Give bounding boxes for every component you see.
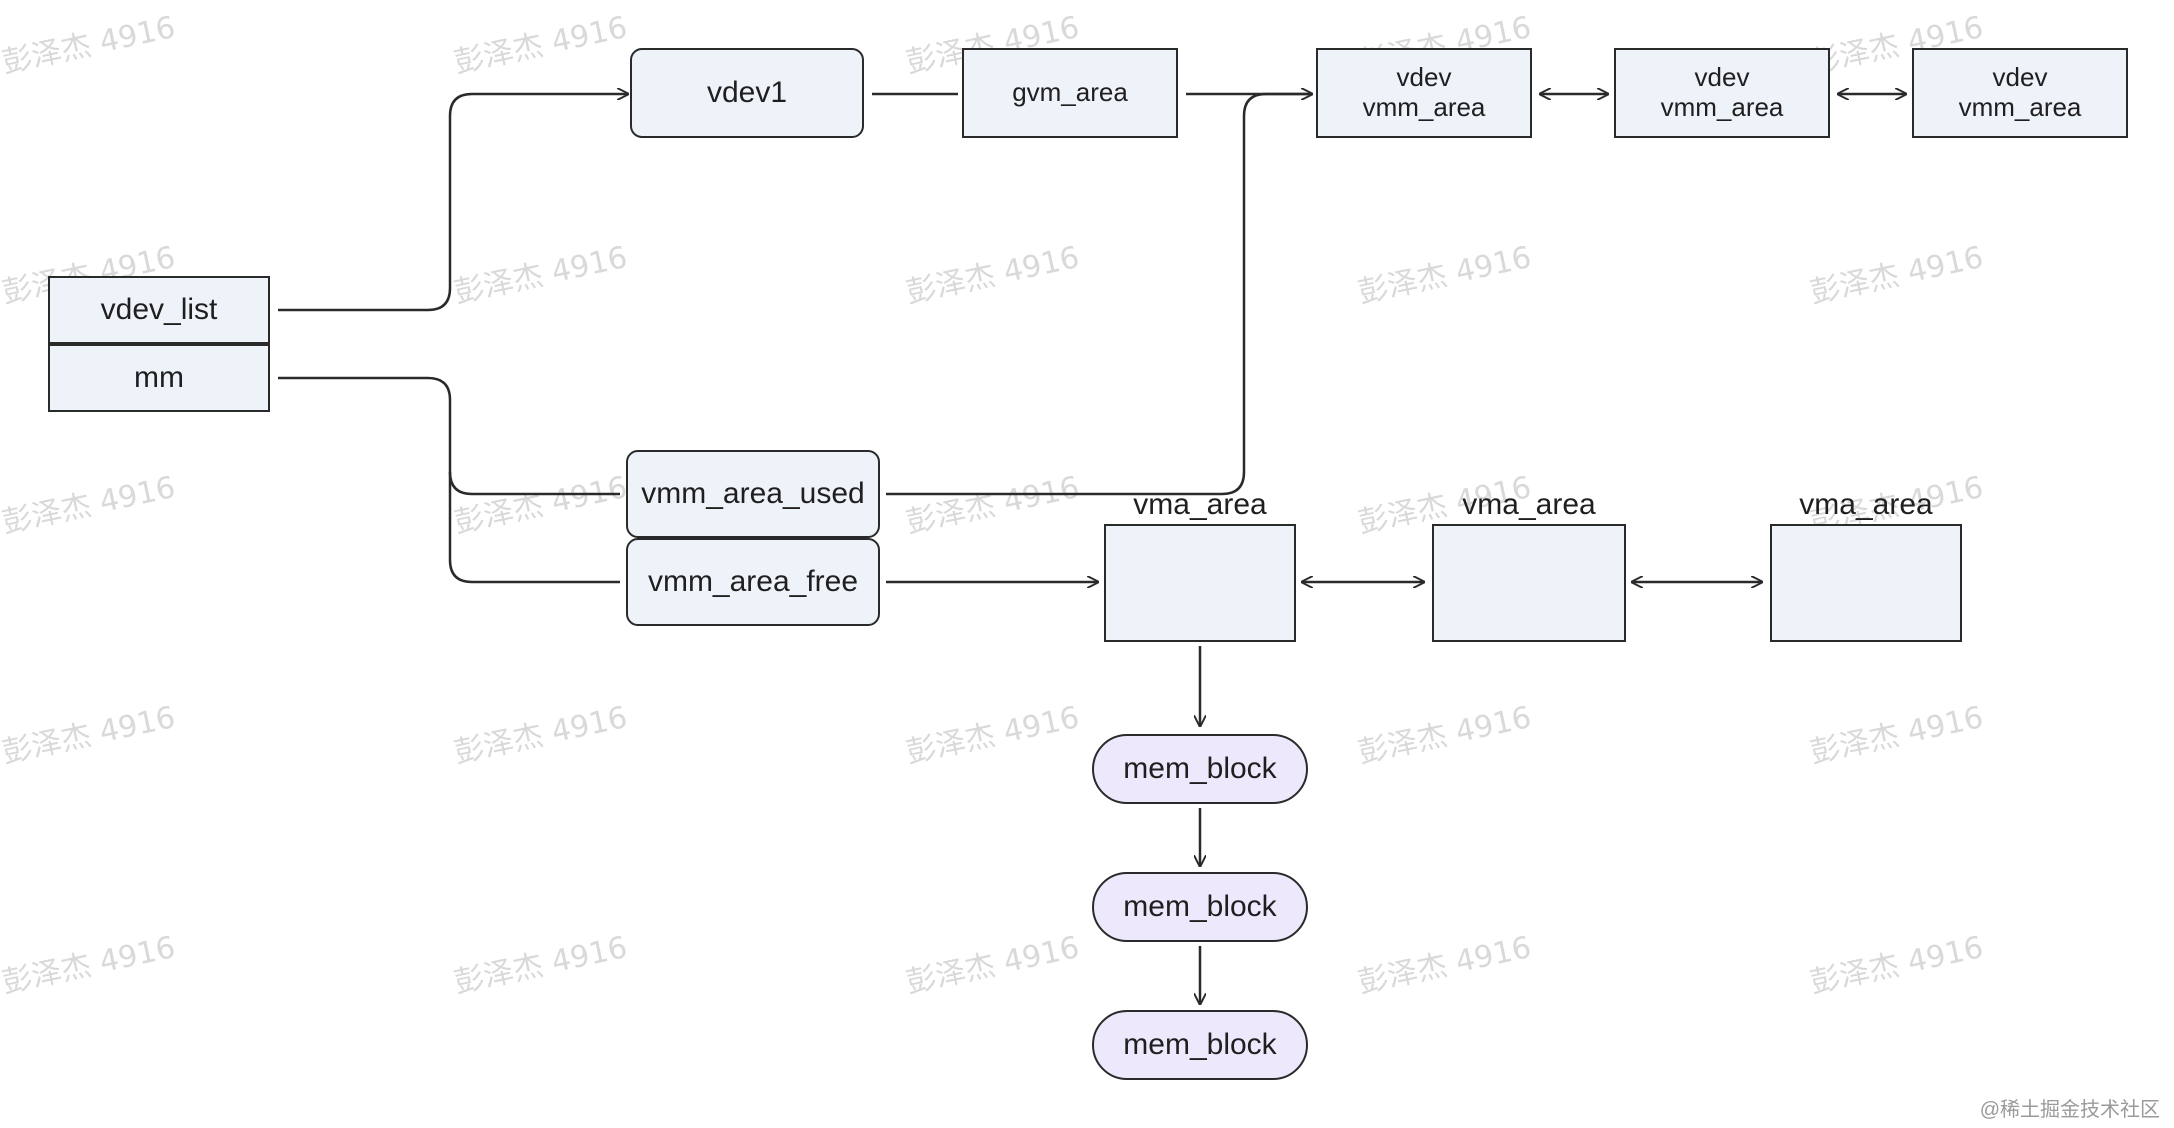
vdev-vmm-area-label-2: vdev vmm_area	[1660, 62, 1784, 122]
vma-area-caption-3: vma_area	[1799, 488, 1933, 521]
vdev-list-label: vdev_list	[100, 292, 218, 326]
mem-block-label-3: mem_block	[1123, 1027, 1277, 1061]
vdev-list-box: vdev_list	[48, 276, 270, 344]
gvm-area-label: gvm_area	[1012, 77, 1128, 108]
vmm-area-used-label: vmm_area_used	[641, 476, 865, 510]
mm-label: mm	[134, 360, 184, 394]
vmm-area-used-box: vmm_area_used	[626, 450, 880, 538]
mem-block-3: mem_block	[1092, 1010, 1308, 1080]
vdev-vmm-area-box-3: vdev vmm_area	[1912, 48, 2128, 138]
edge-mm-to-vmm-area-used	[278, 376, 620, 496]
vdev1-label: vdev1	[706, 75, 788, 109]
vma-area-box-2	[1432, 524, 1626, 642]
vdev-vmm-area-label-3: vdev vmm_area	[1958, 62, 2082, 122]
vma-area-caption-1: vma_area	[1133, 488, 1267, 521]
edge-mm-to-vmm-area-free	[448, 472, 620, 584]
mm-box: mm	[48, 344, 270, 412]
vmm-area-free-box: vmm_area_free	[626, 538, 880, 626]
edge-vdev-list-to-vdev1	[278, 94, 628, 312]
mem-block-1: mem_block	[1092, 734, 1308, 804]
vma-area-box-1	[1104, 524, 1296, 642]
gvm-area-box: gvm_area	[962, 48, 1178, 138]
mem-block-2: mem_block	[1092, 872, 1308, 942]
mem-block-label-1: mem_block	[1123, 751, 1277, 785]
vdev-vmm-area-box-1: vdev vmm_area	[1316, 48, 1532, 138]
mem-block-label-2: mem_block	[1123, 889, 1277, 923]
vma-area-caption-2: vma_area	[1462, 488, 1596, 521]
vdev1-box: vdev1	[630, 48, 864, 138]
vdev-vmm-area-box-2: vdev vmm_area	[1614, 48, 1830, 138]
edge-vmm-area-used-to-vdev-vmm-area	[886, 92, 1312, 496]
vmm-area-free-label: vmm_area_free	[647, 564, 859, 598]
vma-area-box-3	[1770, 524, 1962, 642]
footer-credit: @稀土掘金技术社区	[1979, 1099, 2160, 1121]
vdev-vmm-area-label-1: vdev vmm_area	[1362, 62, 1486, 122]
